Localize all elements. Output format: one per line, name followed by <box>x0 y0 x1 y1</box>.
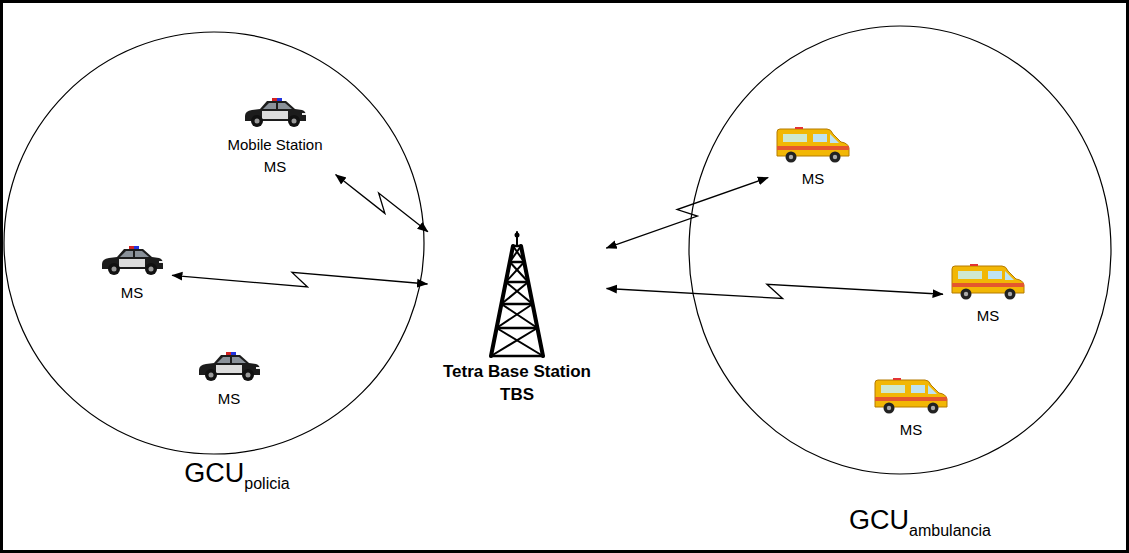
group-circle: MSMSMSGCUambulancia <box>688 25 1112 475</box>
station-name: MS <box>977 305 1000 327</box>
ambulance-icon <box>777 127 849 163</box>
station-name: Mobile Station MS <box>221 134 329 178</box>
ambulance-icon <box>875 378 947 414</box>
ambulance-icon <box>952 264 1024 300</box>
station-name: MS <box>218 388 241 410</box>
base-station: Tetra Base Station TBS <box>431 232 604 406</box>
group-circle: Mobile Station MSMSMSGCUpolicia <box>3 31 425 455</box>
group-subscript: ambulancia <box>909 522 991 539</box>
station-name: MS <box>802 168 825 190</box>
police-car-icon <box>102 246 163 275</box>
group-name: GCU <box>184 458 244 488</box>
antenna-tower-icon <box>491 232 543 356</box>
group-ellipse <box>4 32 424 454</box>
group-label: GCUpolicia <box>184 458 289 489</box>
station-name: MS <box>121 282 144 304</box>
group-ellipse <box>689 26 1111 474</box>
station-label: Tetra Base Station TBS <box>435 360 600 406</box>
mobile-station: MS <box>95 244 169 304</box>
police-car-icon <box>199 352 260 381</box>
radio-link-arrow <box>606 178 768 249</box>
station-name: MS <box>900 419 923 441</box>
mobile-station: MS <box>771 126 855 190</box>
radio-link-arrow <box>336 175 428 232</box>
police-car-icon <box>245 98 306 127</box>
mobile-station: MS <box>869 377 953 441</box>
radio-link-arrow <box>607 284 944 298</box>
group-outline <box>688 25 1112 475</box>
group-subscript: policia <box>244 475 289 492</box>
mobile-station: MS <box>192 350 266 410</box>
group-name: GCU <box>849 505 909 535</box>
group-label: GCUambulancia <box>849 505 991 536</box>
mobile-station: MS <box>946 263 1030 327</box>
group-outline <box>3 31 425 455</box>
mobile-station: Mobile Station MS <box>217 96 333 178</box>
radio-link-arrow <box>172 272 428 287</box>
